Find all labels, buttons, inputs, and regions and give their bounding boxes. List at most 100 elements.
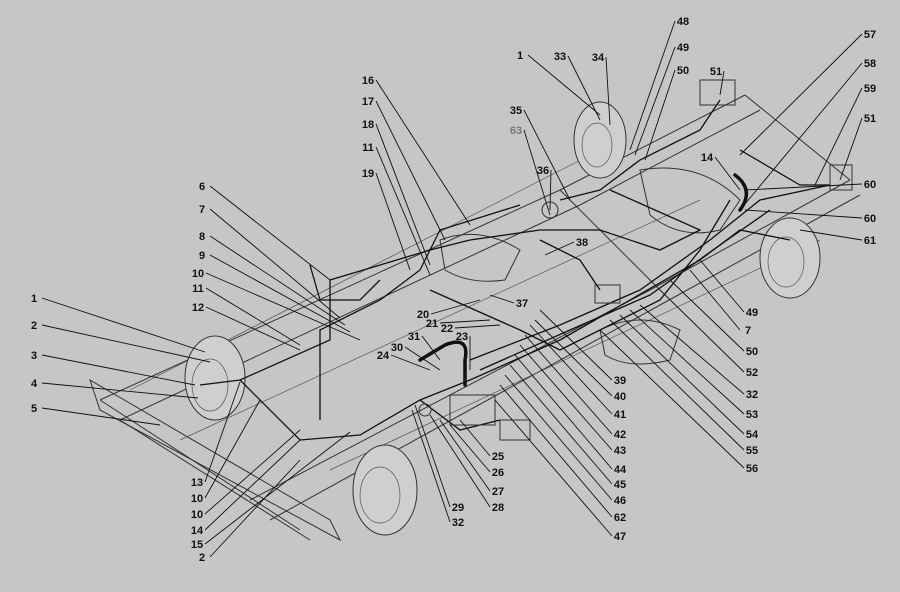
- leader-line-11: [205, 287, 301, 346]
- callout-28: 28: [492, 502, 504, 514]
- callout-25: 25: [492, 451, 504, 463]
- leader-line-15: [204, 431, 351, 545]
- callout-4: 4: [31, 378, 38, 390]
- leader-line-10: [205, 272, 361, 341]
- leader-line-49: [699, 259, 745, 313]
- leader-line-13: [204, 381, 241, 483]
- callout-7: 7: [199, 204, 205, 216]
- leader-line-59: [814, 87, 863, 186]
- callout-7: 7: [745, 325, 751, 337]
- leader-line-44: [514, 354, 613, 470]
- leader-line-30: [404, 346, 441, 371]
- callout-22: 22: [441, 323, 453, 335]
- leader-line-21: [439, 319, 491, 324]
- callout-63: 63: [510, 125, 522, 137]
- callout-33: 33: [554, 51, 566, 63]
- callout-51: 51: [864, 113, 876, 125]
- callout-60: 60: [864, 213, 876, 225]
- leader-line-34: [605, 56, 611, 126]
- callout-30: 30: [391, 342, 403, 354]
- leader-line-33: [567, 55, 601, 121]
- callout-2: 2: [199, 552, 205, 564]
- chassis-frame: [89, 94, 861, 542]
- callout-2: 2: [31, 320, 37, 332]
- callout-37: 37: [516, 298, 528, 310]
- leader-line-14: [714, 156, 741, 191]
- leader-line-35: [523, 109, 571, 201]
- leader-line-54: [619, 314, 745, 435]
- callout-11: 11: [362, 142, 374, 154]
- callout-9: 9: [199, 250, 205, 262]
- leader-line-32: [411, 409, 451, 523]
- callout-23: 23: [456, 331, 468, 343]
- leader-line-17: [375, 100, 446, 241]
- callout-15: 15: [191, 539, 203, 551]
- leader-line-51: [839, 117, 863, 181]
- callout-40: 40: [614, 391, 626, 403]
- callout-20: 20: [417, 309, 429, 321]
- callout-6: 6: [199, 181, 205, 193]
- leader-line-41: [529, 324, 613, 415]
- leader-line-9: [209, 254, 351, 333]
- callout-55: 55: [746, 445, 758, 457]
- leader-line-7: [689, 269, 741, 331]
- leader-line-4: [41, 382, 199, 399]
- leader-line-12: [205, 306, 301, 351]
- callout-13: 13: [191, 477, 203, 489]
- components: [418, 79, 853, 441]
- leader-line-28: [429, 414, 491, 508]
- callout-29: 29: [452, 502, 464, 514]
- leader-line-55: [609, 319, 745, 451]
- leader-line-20: [430, 299, 481, 315]
- callout-61: 61: [864, 235, 876, 247]
- callout-50: 50: [746, 346, 758, 358]
- callout-36: 36: [537, 165, 549, 177]
- leader-line-7: [209, 208, 341, 319]
- leader-line-31: [421, 335, 441, 361]
- callout-14: 14: [701, 152, 714, 164]
- callout-62: 62: [614, 512, 626, 524]
- callout-26: 26: [492, 467, 504, 479]
- callout-10: 10: [192, 268, 204, 280]
- callout-5: 5: [31, 403, 37, 415]
- leader-line-6: [209, 185, 331, 281]
- leader-line-50: [644, 69, 676, 161]
- callout-41: 41: [614, 409, 626, 421]
- callout-58: 58: [864, 58, 876, 70]
- leader-line-19: [375, 172, 411, 271]
- callout-38: 38: [576, 237, 588, 249]
- leader-line-22: [454, 324, 501, 329]
- leader-line-58: [739, 62, 863, 211]
- leader-line-32: [639, 304, 745, 395]
- rear-right-wheel: [759, 217, 821, 299]
- leader-line-11: [375, 146, 431, 276]
- callout-42: 42: [614, 429, 626, 441]
- wheels: [184, 101, 821, 536]
- callout-14: 14: [191, 525, 204, 537]
- leader-line-43: [519, 344, 613, 451]
- callout-19: 19: [362, 168, 374, 180]
- leader-line-25: [459, 419, 491, 457]
- leader-line-50: [669, 279, 745, 352]
- callout-31: 31: [408, 331, 420, 343]
- leader-line-51: [719, 70, 725, 96]
- leader-line-42: [524, 334, 613, 435]
- callout-54: 54: [746, 429, 759, 441]
- callout-32: 32: [452, 517, 464, 529]
- callout-18: 18: [362, 119, 374, 131]
- callout-44: 44: [614, 464, 627, 476]
- leader-line-53: [629, 309, 745, 415]
- leader-line-29: [414, 404, 451, 508]
- callout-27: 27: [492, 486, 504, 498]
- brake-pipes: [199, 99, 831, 441]
- callout-3: 3: [31, 350, 37, 362]
- leader-line-26: [449, 424, 491, 473]
- leader-line-40: [534, 319, 613, 397]
- leader-line-62: [499, 384, 613, 518]
- leader-lines: [41, 20, 863, 558]
- leader-line-1: [527, 54, 601, 116]
- callout-47: 47: [614, 531, 626, 543]
- callout-16: 16: [362, 75, 374, 87]
- leader-line-24: [390, 354, 431, 371]
